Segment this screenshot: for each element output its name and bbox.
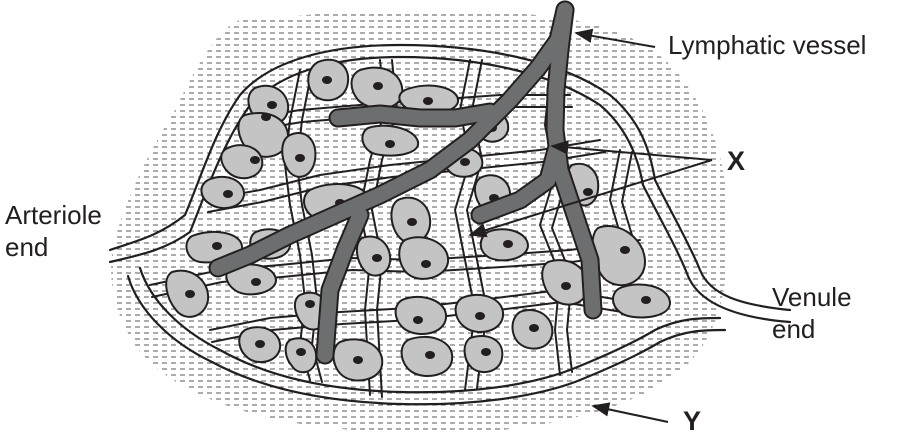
cell <box>239 327 280 362</box>
arteriole-end-label-line1: Arteriole <box>5 200 102 230</box>
cell <box>613 284 670 317</box>
venule-end-label-line1: Venule <box>772 282 852 312</box>
cell <box>334 339 383 380</box>
x-label: X <box>727 146 745 176</box>
cell <box>352 68 403 109</box>
cell <box>396 297 447 334</box>
cell <box>308 60 348 101</box>
cell <box>201 177 244 208</box>
cell <box>282 133 315 177</box>
venule-end-label-line2: end <box>772 314 815 344</box>
cell <box>402 337 453 376</box>
y-pointer <box>593 406 668 422</box>
lymphatic-vessel-label: Lymphatic vessel <box>668 30 866 60</box>
cell <box>465 336 503 372</box>
cell <box>481 229 528 260</box>
arteriole-end-label-line2: end <box>5 232 48 262</box>
cell <box>456 295 504 332</box>
cell <box>391 198 430 243</box>
cell <box>513 310 553 349</box>
y-label: Y <box>683 406 701 436</box>
